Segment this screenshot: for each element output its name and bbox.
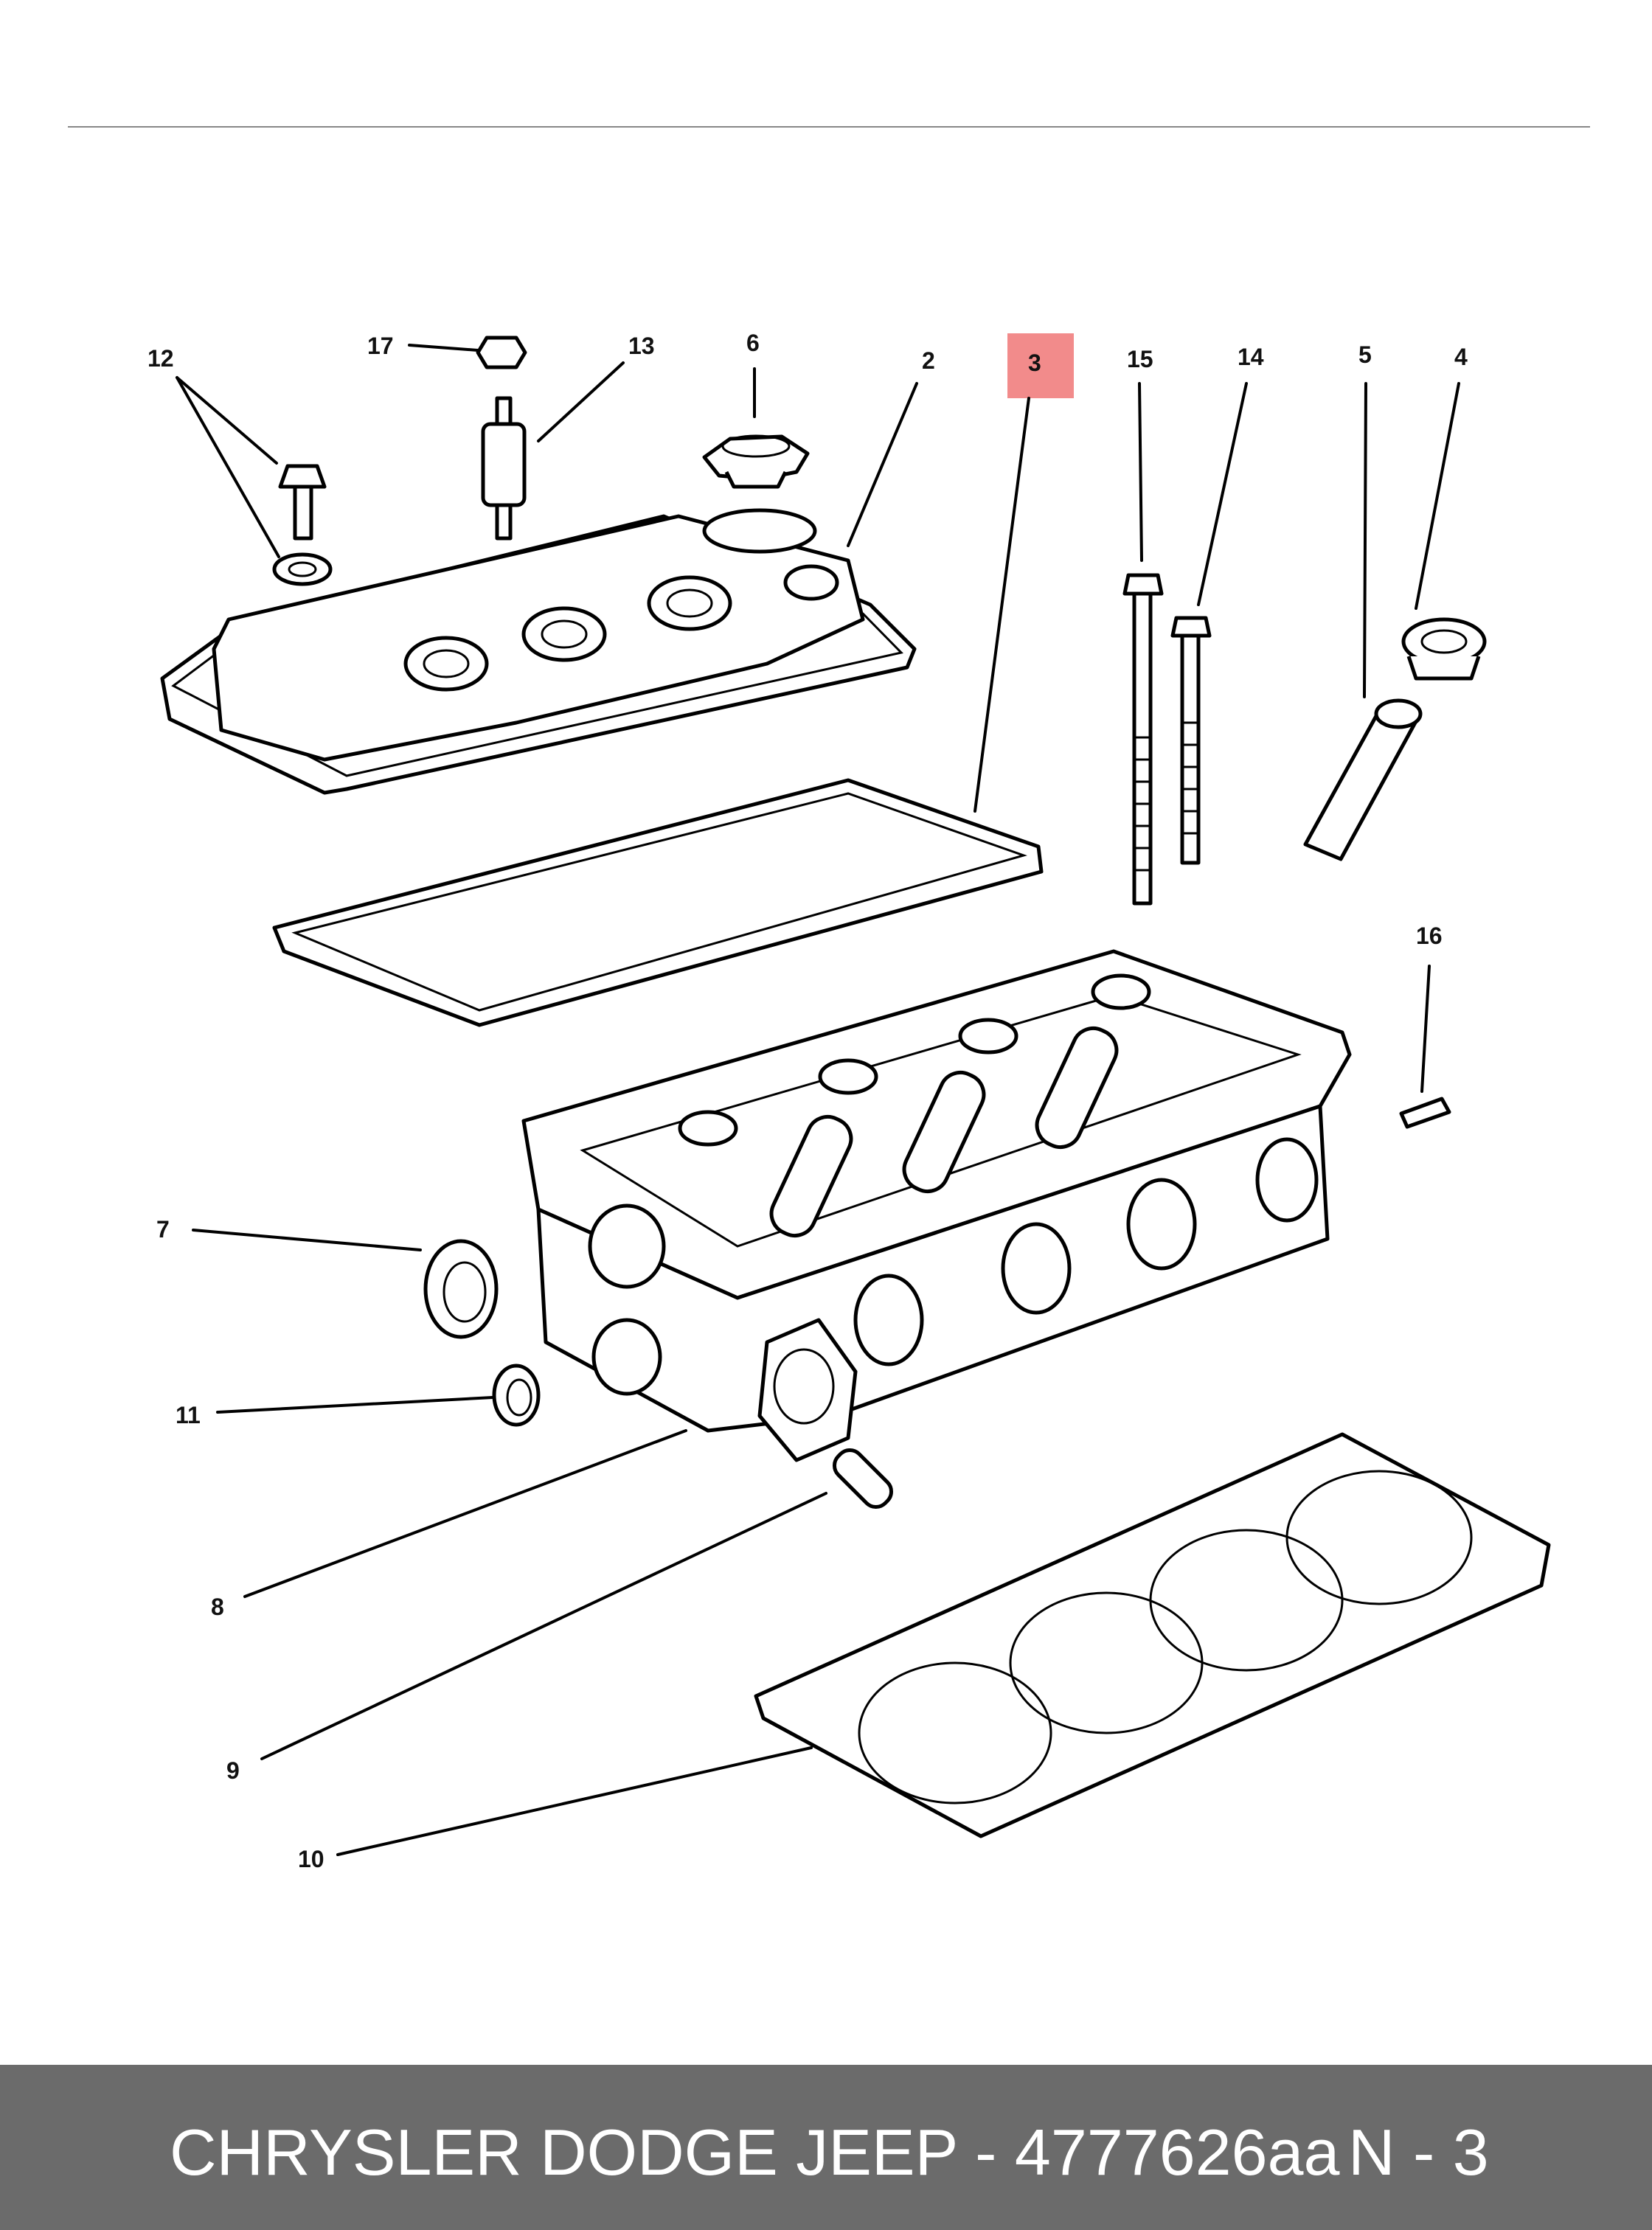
- fitting: [1399, 1097, 1451, 1129]
- callout-11: 11: [176, 1402, 201, 1428]
- callout-8: 8: [211, 1594, 224, 1620]
- callout-9: 9: [226, 1757, 240, 1784]
- callout-3: 3: [1028, 350, 1041, 376]
- head-bolt-long: [1122, 573, 1164, 906]
- head-bolt-short: [1170, 616, 1212, 865]
- leader-9: [260, 1492, 827, 1760]
- leader-15: [1138, 382, 1143, 562]
- valve-cover: [160, 508, 917, 795]
- leader-11: [216, 1396, 494, 1414]
- leader-8: [243, 1429, 687, 1598]
- leader-3: [974, 397, 1030, 813]
- callout-4: 4: [1454, 344, 1468, 370]
- callout-10: 10: [298, 1846, 324, 1872]
- valve-cover-gasket: [272, 778, 1044, 1027]
- callout-17: 17: [367, 333, 394, 359]
- callout-7: 7: [156, 1216, 170, 1243]
- leader-2: [847, 382, 918, 547]
- leader-16: [1420, 965, 1431, 1093]
- spark-plug-tube: [1303, 698, 1423, 861]
- leader-7: [192, 1229, 422, 1251]
- cylinder-head: [521, 949, 1352, 1510]
- footer-bar: [0, 2065, 1652, 2230]
- leader-14: [1197, 382, 1248, 606]
- leader-12a: [176, 376, 278, 465]
- leader-13: [537, 361, 625, 442]
- leader-5: [1363, 382, 1367, 698]
- bolt-and-grommet: [272, 464, 333, 586]
- callout-2: 2: [922, 347, 935, 374]
- callout-14: 14: [1238, 344, 1264, 370]
- stud: [481, 396, 527, 541]
- callout-5: 5: [1358, 341, 1372, 368]
- callout-12: 12: [148, 345, 174, 372]
- callout-15: 15: [1127, 346, 1153, 372]
- callout-13: 13: [628, 333, 655, 359]
- callout-3-highlight: [1007, 333, 1074, 398]
- leader-12b: [176, 376, 280, 558]
- footer-title: CHRYSLER DODGE JEEP - 4777626aa: [170, 2116, 1340, 2189]
- leader-17: [408, 344, 479, 352]
- leader-4: [1415, 382, 1460, 610]
- nut: [476, 336, 527, 369]
- callout-6: 6: [746, 330, 760, 356]
- oil-filler-cap: [702, 434, 810, 489]
- parts-diagram: 12 17 13 6 2 3 15 14 5 4 16 7 11 8 9 10: [68, 126, 1590, 1872]
- head-gasket: [754, 1432, 1551, 1838]
- callout-16: 16: [1416, 923, 1443, 949]
- camshaft-seal: [423, 1239, 499, 1339]
- tube-seal: [1401, 617, 1487, 681]
- footer-page-number: N - 3: [1348, 2116, 1489, 2189]
- plug-seal: [492, 1364, 541, 1427]
- leader-10: [336, 1746, 813, 1856]
